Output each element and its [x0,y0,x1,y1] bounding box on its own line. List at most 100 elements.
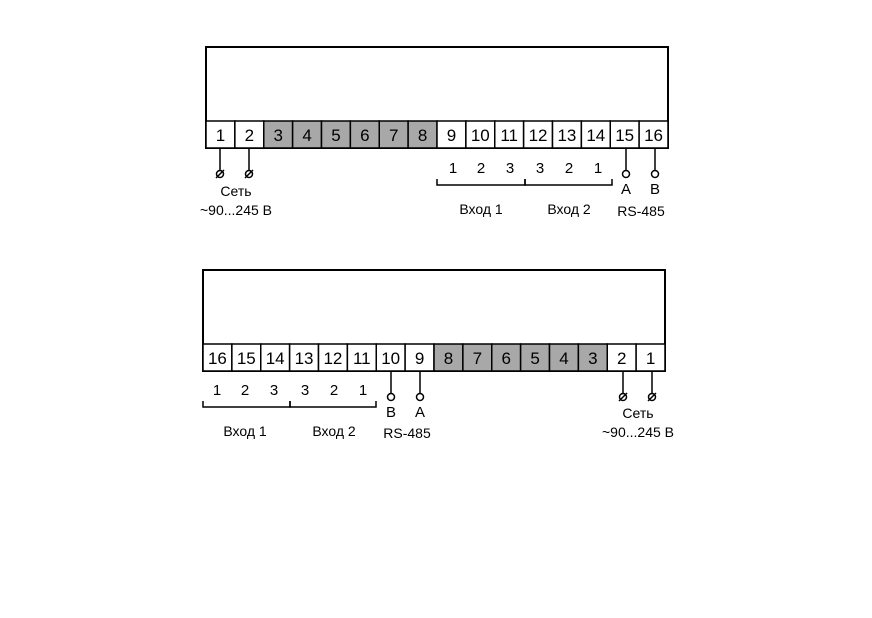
terminal-number: 2 [617,349,626,368]
input-2-pin: 3 [301,382,309,399]
terminal-number: 12 [529,126,548,145]
terminal-9: 9 [436,120,467,149]
terminal-14: 14 [580,120,611,149]
terminal-cell [291,120,323,149]
terminal-6: 6 [491,343,522,372]
input-1-pin: 1 [213,382,221,399]
terminal-number: 1 [646,349,655,368]
terminal-number: 5 [530,349,539,368]
terminal-cell [349,120,380,149]
terminal-12: 12 [317,343,349,372]
input-2-bracket [524,179,613,186]
terminal-2: 2 [606,343,637,372]
terminal-cell [638,120,669,149]
input-1-pin: 2 [477,160,485,177]
terminal-5: 5 [519,343,551,372]
rs485-a-label: A [415,404,425,421]
terminal-number: 8 [444,349,453,368]
terminal-number: 12 [323,349,342,368]
terminal-number: 10 [471,126,490,145]
rs485-b-label: B [386,404,396,421]
terminal-cell [436,120,467,149]
terminal-number: 16 [208,349,227,368]
rs485-group-bottom: B A RS-485 [383,371,431,441]
rs485-label: RS-485 [383,425,431,441]
input-2-bracket [289,401,377,408]
terminal-9: 9 [404,343,435,372]
rs485-label: RS-485 [617,203,665,219]
terminal-number: 6 [360,126,369,145]
terminal-13: 13 [551,120,583,149]
terminal-number: 15 [615,126,634,145]
rs485-a-label: A [621,181,631,198]
terminal-10: 10 [375,343,406,372]
rs485-group-top: A B RS-485 [617,148,665,219]
terminal-number: 11 [353,349,371,368]
terminal-number: 8 [418,126,427,145]
input-1-bracket [202,401,291,408]
input-2-label: Вход 2 [547,201,591,217]
power-voltage-label: ~90...245 В [602,424,674,440]
terminal-cell [577,343,608,372]
rs485-b-label: B [650,181,660,198]
input-2-pin: 2 [330,382,338,399]
power-label: Сеть [622,405,653,421]
input-1-group-top: 1 2 3 Вход 1 [436,160,526,217]
terminal-7: 7 [378,120,409,149]
input-2-pin: 3 [536,160,544,177]
terminal-5: 5 [320,120,352,149]
terminal-number: 1 [216,126,225,145]
terminal-8: 8 [433,343,464,372]
terminal-cell [231,343,262,372]
terminal-number: 6 [501,349,510,368]
terminal-6: 6 [349,120,380,149]
input-1-pin: 2 [241,382,249,399]
terminal-number: 10 [381,349,400,368]
input-1-pin: 3 [506,160,514,177]
terminal-2: 2 [234,120,265,149]
terminal-number: 7 [473,349,482,368]
input-1-label: Вход 1 [223,423,267,439]
terminal-cell [346,343,377,372]
power-label: Сеть [220,183,251,199]
input-1-pin: 3 [270,382,278,399]
power-voltage-label: ~90...245 В [200,202,272,218]
terminal-number: 13 [295,349,314,368]
terminal-16: 16 [202,343,233,372]
terminal-4: 4 [291,120,323,149]
terminal-cell [407,120,438,149]
terminal-16: 16 [638,120,669,149]
terminal-number: 3 [273,126,282,145]
terminal-number: 9 [415,349,424,368]
terminal-11: 11 [346,343,377,372]
terminal-number: 2 [245,126,254,145]
power-connection-bottom: Сеть ~90...245 В [602,371,674,440]
terminal-number: 3 [588,349,597,368]
terminal-number: 9 [447,126,456,145]
terminal-14: 14 [260,343,291,372]
input-1-pin: 1 [449,160,457,177]
terminal-number: 4 [302,126,311,145]
terminal-7: 7 [462,343,493,372]
terminal-3: 3 [263,120,294,149]
input-2-group-top: 3 2 1 Вход 2 [524,160,613,217]
terminal-cell [609,120,640,149]
terminal-15: 15 [231,343,262,372]
power-connection-top: Сеть ~90...245 В [200,148,272,218]
terminal-cell [491,343,522,372]
terminal-cell [548,343,580,372]
terminal-12: 12 [522,120,554,149]
input-1-bracket [436,179,526,186]
terminal-1: 1 [205,120,236,149]
input-2-group-bottom: 3 2 1 Вход 2 [289,382,377,439]
terminal-cell [606,343,637,372]
terminal-number: 5 [331,126,340,145]
terminal-number: 13 [557,126,576,145]
terminal-cell [404,343,435,372]
terminal-number: 15 [237,349,256,368]
